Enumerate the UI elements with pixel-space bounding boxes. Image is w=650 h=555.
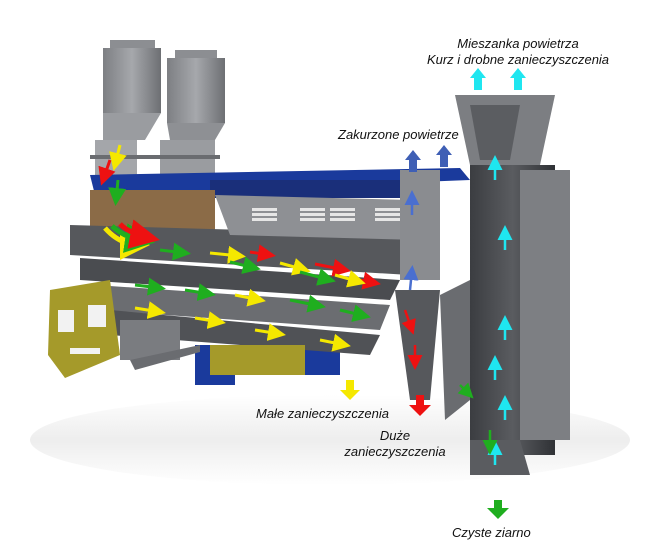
dusty-air-label: Zakurzone powietrze: [338, 127, 459, 142]
air-mixture-label-line1: Mieszanka powietrza: [457, 36, 579, 51]
small-impurities-label: Małe zanieczyszczenia: [256, 406, 389, 421]
air-mixture-up-arrow-icon: [470, 68, 486, 90]
air-mixture-up-arrow-icon-2: [510, 68, 526, 90]
large-impurities-down-arrow-icon: [409, 395, 431, 416]
air-mixture-label: Mieszanka powietrza Kurz i drobne zaniec…: [418, 36, 618, 68]
small-impurities-down-arrow-icon: [340, 380, 360, 400]
sieve-flow-arrows: [134, 242, 381, 352]
large-impurities-label-line2: zanieczyszczenia: [344, 444, 446, 459]
yellow-belt-guard: [48, 280, 200, 378]
inlet-hoppers: [90, 40, 225, 220]
output-arrows: [340, 68, 526, 519]
large-impurities-label: Duże zanieczyszczenia: [340, 428, 450, 460]
dusty-air-up-arrow-icon-2: [436, 145, 452, 167]
air-flow-arrows: [401, 155, 513, 465]
clean-grain-down-arrow-icon: [487, 500, 509, 519]
dusty-air-up-arrow-icon: [405, 150, 421, 172]
large-impurities-label-line1: Duże: [379, 428, 411, 443]
clean-grain-label: Czyste ziarno: [452, 525, 531, 540]
air-mixture-label-line2: Kurz i drobne zanieczyszczenia: [426, 52, 610, 67]
